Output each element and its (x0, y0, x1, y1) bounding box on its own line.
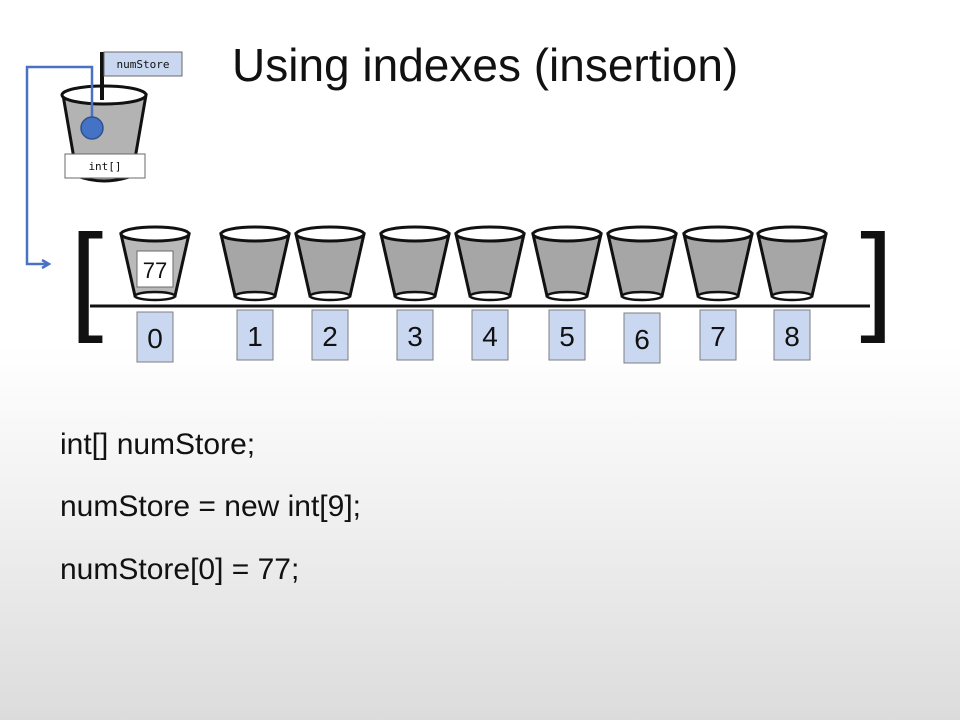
array-cell-4: 4 (454, 225, 526, 361)
array-cup-rim (454, 225, 526, 243)
reference-pointer-dot (80, 116, 104, 140)
array-cup-rim (219, 225, 291, 243)
array-cup-base (545, 290, 589, 302)
array-index-label: 3 (407, 321, 423, 352)
array-cup-icon (219, 232, 291, 298)
array-cup-rim (379, 225, 451, 243)
array-index-label: 0 (147, 323, 163, 354)
name-tag-label: numStore (117, 58, 170, 71)
array-cup-rim (756, 225, 828, 243)
array-cell-7: 7 (682, 225, 754, 361)
array-index-box (623, 312, 661, 364)
array-cup-base (133, 290, 177, 302)
array-cup-icon (682, 232, 754, 298)
array-cup-base (696, 290, 740, 302)
type-tag-label: int[] (88, 160, 121, 173)
array-index-box (136, 311, 174, 363)
array-index-label: 8 (784, 321, 800, 352)
array-cell-5: 5 (531, 225, 603, 361)
array-cup-rim (531, 225, 603, 243)
array-index-label: 1 (247, 321, 263, 352)
array-cup-icon (756, 232, 828, 298)
array-cup-icon (531, 232, 603, 298)
array-value-label: 77 (143, 258, 167, 283)
array-index-box (236, 309, 274, 361)
array-cup-base (233, 290, 277, 302)
array-elements: 77 0 1 2 3 4 5 6 7 8 (119, 225, 828, 364)
array-cup-base (620, 290, 664, 302)
right-bracket: ] (860, 210, 893, 344)
array-cell-0: 77 0 (119, 225, 191, 363)
array-cup-rim (294, 225, 366, 243)
array-cup-icon (294, 232, 366, 298)
array-index-label: 7 (710, 321, 726, 352)
type-tag (64, 153, 146, 179)
slide-title: Using indexes (insertion) (232, 39, 739, 91)
array-cell-6: 6 (606, 225, 678, 364)
array-index-box (311, 309, 349, 361)
array-cell-2: 2 (294, 225, 366, 361)
array-index-label: 2 (322, 321, 338, 352)
array-cup-icon (379, 232, 451, 298)
array-index-label: 6 (634, 324, 650, 355)
name-tag (103, 51, 183, 77)
reference-pointer-arrow (25, 65, 94, 264)
array-cell-1: 1 (219, 225, 291, 361)
array-cell-3: 3 (379, 225, 451, 361)
array-index-box (699, 309, 737, 361)
array-index-label: 5 (559, 321, 575, 352)
array-cup-base (770, 290, 814, 302)
array-cell-8: 8 (756, 225, 828, 361)
array-cup-rim (119, 225, 191, 243)
array-cup-base (308, 290, 352, 302)
code-line-declaration: int[] numStore; (60, 428, 256, 461)
code-line-assignment: numStore[0] = 77; (60, 553, 300, 586)
array-index-box (471, 309, 509, 361)
array-cup-rim (606, 225, 678, 243)
code-line-allocation: numStore = new int[9]; (60, 490, 361, 523)
array-index-box (548, 309, 586, 361)
array-value-box (136, 250, 174, 288)
array-cup-icon (454, 232, 526, 298)
array-index-box (773, 309, 811, 361)
reference-variable: numStore int[] (60, 51, 183, 183)
array-index-label: 4 (482, 321, 498, 352)
array-cup-rim (682, 225, 754, 243)
array-cup-base (468, 290, 512, 302)
array-cup-base (393, 290, 437, 302)
array-index-box (396, 309, 434, 361)
name-tag-pole (100, 52, 104, 100)
array-cup-icon (606, 232, 678, 298)
left-bracket: [ (70, 210, 103, 344)
